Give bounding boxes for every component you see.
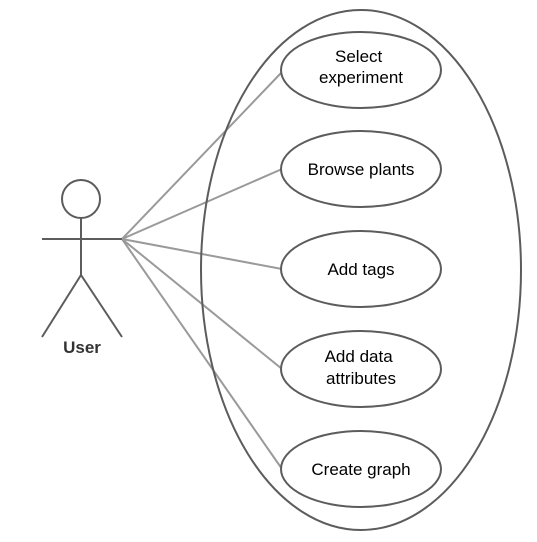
association-select-experiment <box>121 71 283 240</box>
actor-right-leg <box>80 274 123 338</box>
use-case-shape <box>280 130 442 208</box>
use-case-label: Add data attributes <box>325 347 398 388</box>
system-boundary <box>200 9 522 531</box>
actor-user: User <box>41 179 123 357</box>
use-case-add-data-attributes[interactable]: Add data attributes <box>280 330 442 408</box>
use-case-label: Select experiment <box>319 47 403 87</box>
actor-head <box>61 179 101 219</box>
use-case-label-line: Browse plants <box>308 160 415 179</box>
use-case-label-line: Add tags <box>327 260 394 279</box>
use-case-label-line: Add data <box>325 347 394 366</box>
use-case-label-line: attributes <box>326 369 396 388</box>
use-case-shape <box>280 230 442 308</box>
use-case-shape <box>280 31 442 109</box>
use-case-label-line: Select <box>335 47 383 66</box>
use-case-add-tags[interactable]: Add tags <box>280 230 442 308</box>
association-browse-plants <box>121 168 283 240</box>
use-case-select-experiment[interactable]: Select experiment <box>280 31 442 109</box>
use-case-shape <box>280 330 442 408</box>
actor-label: User <box>63 338 101 357</box>
use-case-label-line: experiment <box>319 68 403 87</box>
use-case-create-graph[interactable]: Create graph <box>280 430 442 508</box>
use-case-label: Add tags <box>327 260 394 279</box>
association-create-graph <box>121 238 283 470</box>
use-case-browse-plants[interactable]: Browse plants <box>280 130 442 208</box>
actor-left-leg <box>41 274 82 338</box>
use-case-label-line: Create graph <box>311 460 410 479</box>
use-case-label: Browse plants <box>308 160 415 179</box>
use-case-shape <box>280 430 442 508</box>
use-case-label: Create graph <box>311 460 410 479</box>
